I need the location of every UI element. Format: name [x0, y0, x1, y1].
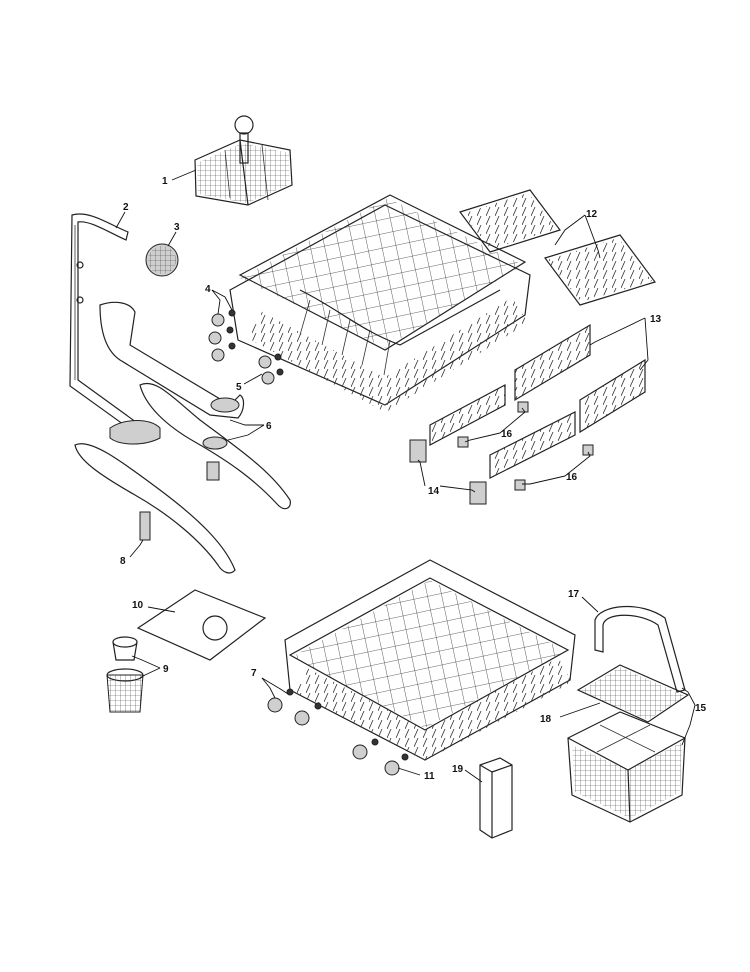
callout-14: 14: [428, 486, 440, 497]
callout-18: 18: [540, 714, 552, 725]
part-5-rollers: [258, 353, 284, 385]
spray-arm-manifold: [99, 301, 245, 419]
part-12-clip-strips: [459, 189, 656, 306]
part-6-spray-arm: [139, 382, 291, 510]
part-18-basket-lid: [576, 664, 690, 723]
part-11-rollers: [352, 738, 409, 776]
callout-13: 13: [650, 314, 662, 325]
callout-10: 10: [132, 600, 144, 611]
callout-2: 2: [123, 202, 129, 213]
callout-1: 1: [162, 176, 168, 187]
callout-3: 3: [174, 222, 180, 233]
part-17-basket-handle: [594, 606, 686, 693]
part-16-clips: [457, 401, 594, 491]
callout-12: 12: [586, 209, 598, 220]
callout-16b: 16: [566, 472, 578, 483]
callout-6: 6: [266, 421, 272, 432]
part-15-silverware-basket: [567, 711, 686, 823]
callout-8: 8: [120, 556, 126, 567]
callout-labels: 1 2 3 4 5 6 7 8 9 10 11 12 13 14 15 16 1…: [120, 176, 707, 782]
callout-15: 15: [695, 703, 707, 714]
callout-4: 4: [205, 284, 211, 295]
callout-5: 5: [236, 382, 242, 393]
callout-7: 7: [251, 668, 257, 679]
part-14-clips: [409, 439, 487, 505]
callout-16a: 16: [501, 429, 513, 440]
part-10-filter-plate: [136, 589, 267, 661]
part-2-feed-tube: [69, 213, 161, 445]
leader-lines: [115, 169, 696, 783]
part-9-filter-assembly: [106, 636, 144, 713]
part-4-upper-rack-rollers: [208, 309, 236, 362]
part-13-tine-rows: [429, 323, 646, 479]
callout-17: 17: [568, 589, 580, 600]
part-8-lower-spray-arm: [74, 443, 236, 574]
lower-rack: [284, 559, 576, 761]
callout-11: 11: [424, 771, 435, 782]
part-19-small-basket: [479, 757, 513, 839]
callout-9: 9: [163, 664, 169, 675]
part-1-silverware-basket: [194, 115, 293, 206]
upper-rack: [229, 194, 531, 413]
part-3-filter-disc: [145, 243, 179, 277]
part-7-lower-rack-rollers: [267, 688, 322, 726]
callout-19: 19: [452, 764, 464, 775]
